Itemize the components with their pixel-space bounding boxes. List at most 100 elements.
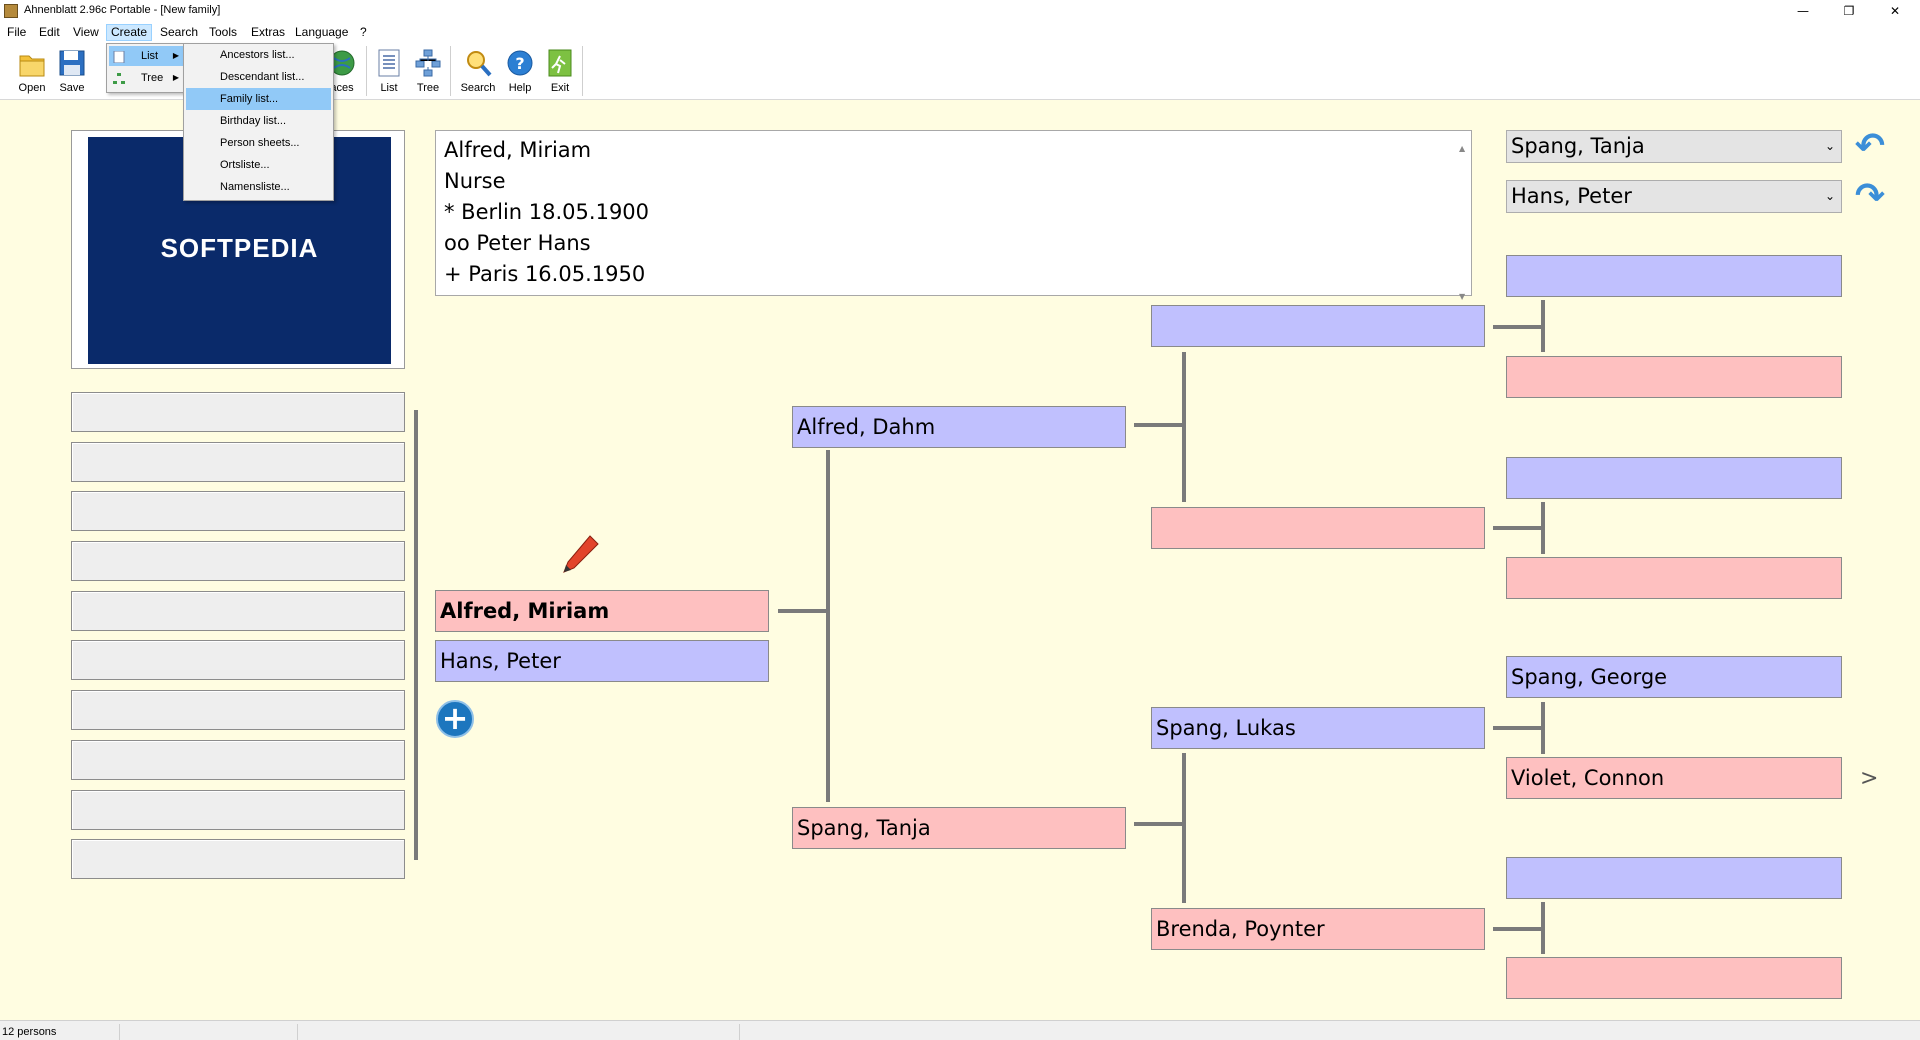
- paternal-grandfather-box[interactable]: [1151, 305, 1485, 347]
- restore-button[interactable]: ❐: [1843, 4, 1855, 18]
- list-icon: [113, 50, 125, 64]
- connector-v: [1182, 352, 1186, 502]
- tree-icon: [415, 49, 441, 77]
- child-slot[interactable]: [71, 740, 405, 780]
- selected-person-box[interactable]: Alfred, Miriam: [435, 590, 769, 632]
- great-grandfather-box-3[interactable]: Spang, George: [1506, 656, 1842, 698]
- child-slot[interactable]: [71, 392, 405, 432]
- places-button[interactable]: aces: [322, 46, 362, 98]
- great-grandfather-box-4[interactable]: [1506, 857, 1842, 899]
- create-menu-dropdown: List ▶ Tree ▶: [106, 43, 186, 93]
- open-button[interactable]: Open: [12, 46, 52, 98]
- chevron-down-icon: ⌄: [1824, 139, 1835, 153]
- create-menu-list-label: List: [141, 50, 159, 62]
- child-slot[interactable]: [71, 491, 405, 531]
- folder-icon: [19, 55, 45, 77]
- photo-logo: SOFTPEDIA: [160, 233, 319, 263]
- create-menu-list[interactable]: List ▶: [109, 46, 183, 66]
- child-slot[interactable]: [71, 790, 405, 830]
- chevron-down-icon: ⌄: [1824, 189, 1835, 203]
- menu-namensliste[interactable]: Namensliste...: [220, 181, 290, 193]
- create-menu-tree[interactable]: Tree ▶: [109, 68, 183, 88]
- window-title: Ahnenblatt 2.96c Portable - [New family]: [24, 4, 221, 16]
- help-button[interactable]: ? Help: [500, 46, 540, 98]
- menu-descendant-list[interactable]: Descendant list...: [220, 71, 305, 83]
- menu-extras[interactable]: Extras: [251, 25, 286, 39]
- minimize-button[interactable]: —: [1797, 4, 1809, 18]
- person-selector-2[interactable]: Hans, Peter ⌄: [1506, 180, 1842, 213]
- svg-text:?: ?: [515, 54, 524, 73]
- mother-box[interactable]: Spang, Tanja: [792, 807, 1126, 849]
- info-name: Alfred, Miriam: [444, 138, 592, 162]
- tree-icon: [113, 72, 125, 84]
- great-grandmother-box-4[interactable]: [1506, 957, 1842, 999]
- connector-h: [1134, 423, 1184, 427]
- menu-tools[interactable]: Tools: [209, 25, 238, 39]
- close-button[interactable]: ✕: [1889, 4, 1901, 18]
- add-spouse-icon[interactable]: +: [436, 700, 474, 738]
- menu-create[interactable]: Create: [106, 24, 153, 41]
- menu-family-list[interactable]: Family list...: [186, 88, 331, 110]
- status-cell: [300, 1024, 740, 1040]
- great-grandmother-box-3[interactable]: Violet, Connon: [1506, 757, 1842, 799]
- menu-ancestors-list[interactable]: Ancestors list...: [220, 49, 295, 61]
- tree-button[interactable]: Tree: [408, 46, 448, 98]
- menu-search[interactable]: Search: [160, 25, 199, 39]
- menu-edit[interactable]: Edit: [39, 25, 60, 39]
- info-marriage: oo Peter Hans: [444, 231, 591, 255]
- parents-connector-h: [778, 609, 828, 613]
- pencil-icon[interactable]: [560, 534, 600, 574]
- menu-bar: File Edit View Create Search Tools Extra…: [0, 22, 1920, 42]
- maternal-grandfather-box[interactable]: Spang, Lukas: [1151, 707, 1485, 749]
- photo-frame[interactable]: SOFTPEDIA: [71, 130, 405, 369]
- great-grandfather-box-1[interactable]: [1506, 255, 1842, 297]
- status-person-count: 12 persons: [0, 1024, 120, 1040]
- father-box[interactable]: Alfred, Dahm: [792, 406, 1126, 448]
- list-submenu: Ancestors list... Descendant list... Fam…: [183, 43, 334, 201]
- child-slot[interactable]: [71, 690, 405, 730]
- create-menu-tree-label: Tree: [141, 72, 164, 84]
- maternal-grandmother-box[interactable]: Brenda, Poynter: [1151, 908, 1485, 950]
- list-button[interactable]: List: [369, 46, 409, 98]
- status-bar: 12 persons: [0, 1020, 1920, 1040]
- app-icon: [4, 4, 18, 18]
- child-slot[interactable]: [71, 839, 405, 879]
- submenu-arrow-icon: ▶: [172, 51, 179, 60]
- submenu-arrow-icon: ▶: [172, 73, 179, 82]
- places-label: aces: [330, 82, 354, 94]
- menu-language[interactable]: Language: [295, 25, 349, 39]
- paternal-grandmother-box[interactable]: [1151, 507, 1485, 549]
- search-button[interactable]: Search: [458, 46, 498, 98]
- menu-view[interactable]: View: [73, 25, 99, 39]
- scroll-up-icon[interactable]: ▲: [1459, 144, 1466, 153]
- great-grandmother-box-2[interactable]: [1506, 557, 1842, 599]
- menu-help[interactable]: ?: [360, 25, 367, 39]
- connector-v: [1541, 300, 1545, 352]
- great-grandfather-box-2[interactable]: [1506, 457, 1842, 499]
- save-button[interactable]: Save: [52, 46, 92, 98]
- connector-v: [1541, 902, 1545, 954]
- menu-ortsliste[interactable]: Ortsliste...: [220, 159, 270, 171]
- scroll-down-icon[interactable]: ▼: [1459, 292, 1466, 301]
- spouse-box[interactable]: Hans, Peter: [435, 640, 769, 682]
- tree-label: Tree: [416, 82, 440, 94]
- floppy-icon: [59, 50, 85, 76]
- menu-person-sheets[interactable]: Person sheets...: [220, 137, 300, 149]
- menu-file[interactable]: File: [7, 25, 27, 39]
- title-bar: Ahnenblatt 2.96c Portable - [New family]…: [0, 0, 1920, 22]
- menu-birthday-list[interactable]: Birthday list...: [220, 115, 287, 127]
- open-label: Open: [18, 82, 46, 94]
- connector-h: [1493, 526, 1543, 530]
- back-arrow-icon[interactable]: ↶: [1854, 126, 1886, 167]
- person-selector-1[interactable]: Spang, Tanja ⌄: [1506, 130, 1842, 163]
- more-ancestors-arrow[interactable]: >: [1860, 766, 1879, 791]
- child-slot[interactable]: [71, 591, 405, 631]
- child-slot[interactable]: [71, 640, 405, 680]
- child-slot[interactable]: [71, 541, 405, 581]
- forward-arrow-icon[interactable]: ↷: [1854, 176, 1886, 217]
- exit-button[interactable]: Exit: [540, 46, 580, 98]
- list-label: List: [380, 82, 398, 94]
- info-scrollbar[interactable]: ▲ ▼: [1457, 131, 1471, 301]
- great-grandmother-box-1[interactable]: [1506, 356, 1842, 398]
- child-slot[interactable]: [71, 442, 405, 482]
